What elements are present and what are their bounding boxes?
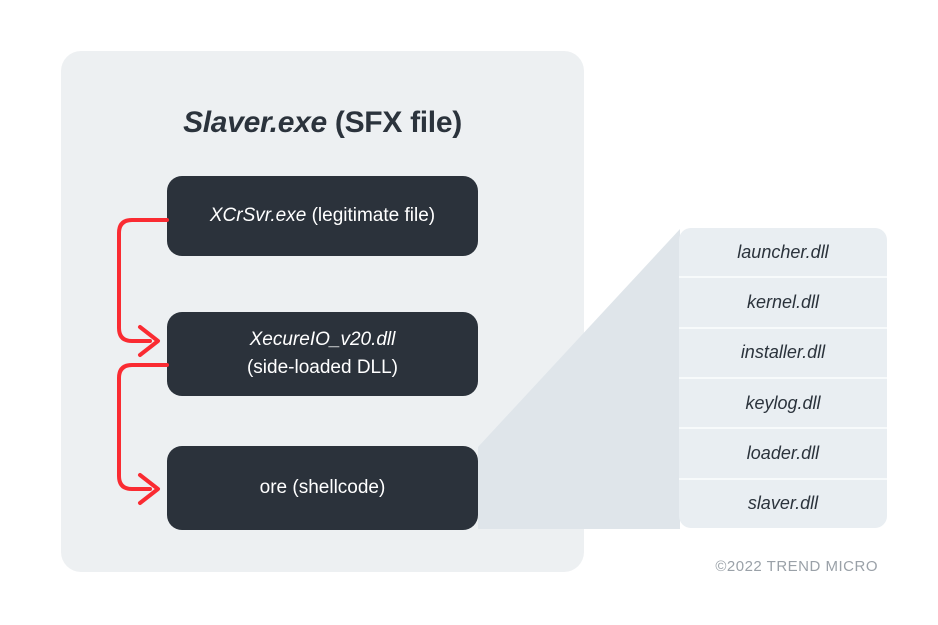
dll-list-item: slaver.dll (747, 493, 819, 514)
card-title-suffix: (SFX file) (326, 106, 462, 139)
node-xcrsvr-filename: XCrSvr.exe (209, 205, 307, 226)
dll-list-item: keylog.dll (679, 379, 887, 430)
dll-list-item: loader.dll (679, 429, 887, 480)
node-xecureio-subtitle: (side-loaded DLL) (246, 357, 399, 378)
dll-list-item: launcher.dll (679, 228, 887, 279)
node-xecureio-filename: XecureIO_v20.dll (249, 329, 396, 350)
dll-list: launcher.dll kernel.dll installer.dll ke… (679, 228, 887, 528)
node-xcrsvr: XCrSvr.exe (legitimate file) (167, 176, 478, 256)
node-shellcode: ore (shellcode) (167, 446, 478, 530)
node-xcrsvr-label: XCrSvr.exe (legitimate file) (210, 202, 435, 230)
card-title-filename: Slaver.exe (183, 106, 327, 139)
card-title: Slaver.exe (SFX file) (61, 106, 584, 140)
node-xecureio: XecureIO_v20.dll (side-loaded DLL) (167, 312, 478, 396)
copyright-text: ©2022 TREND MICRO (715, 558, 878, 575)
dll-list-item: kernel.dll (679, 278, 887, 329)
node-xcrsvr-suffix: (legitimate file) (306, 205, 436, 226)
node-shellcode-label: ore (shellcode) (259, 477, 386, 498)
dll-list-item: installer.dll (679, 329, 887, 379)
